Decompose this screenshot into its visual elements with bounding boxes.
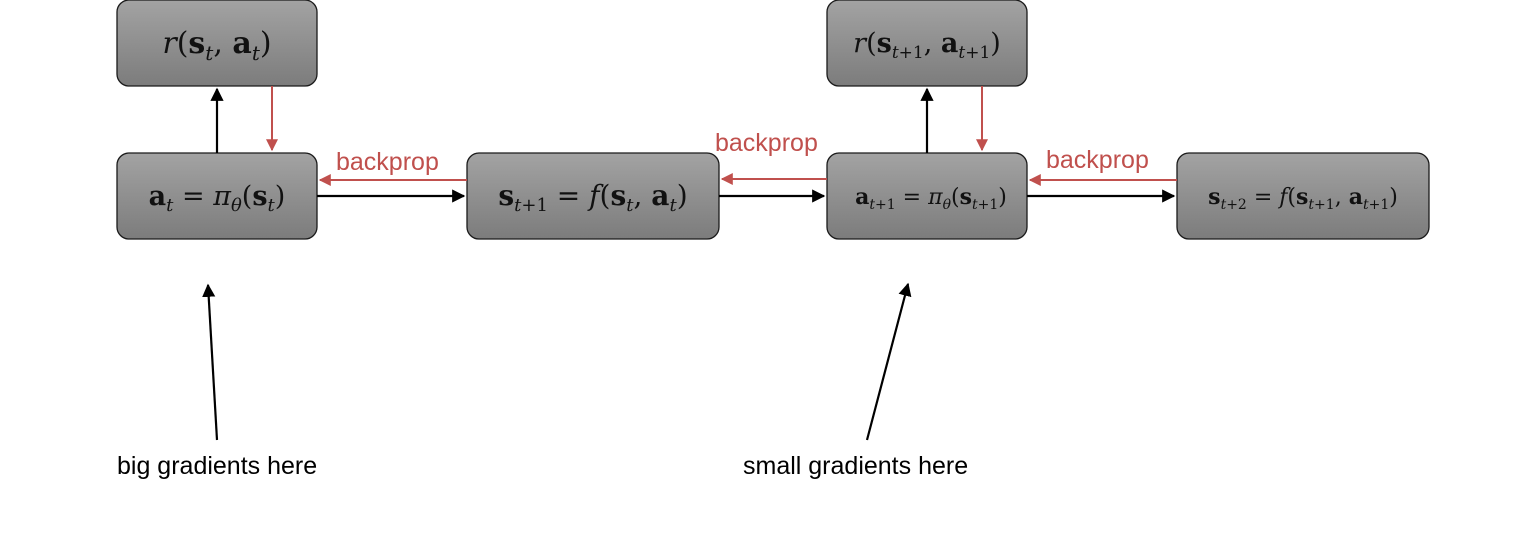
policy-t-label: at = πθ(st) [149,181,286,216]
backprop-label-3: backprop [1046,146,1149,174]
backprop-label-1: backprop [336,148,439,176]
policy-t-node: at = πθ(st) [116,152,318,240]
dynamics-t2-node: st+2 = f(st+1, at+1) [1176,152,1430,240]
annotation-big-gradients: big gradients here [117,452,317,480]
dynamics-t1-node: st+1 = f(st, at) [466,152,720,240]
dynamics-t1-label: st+1 = f(st, at) [498,179,687,216]
policy-t1-node: at+1 = πθ(st+1) [826,152,1028,240]
reward-t1-node: r(st+1, at+1) [826,0,1028,87]
annotation-arrow-small [865,282,912,441]
backprop-label-2: backprop [715,129,818,157]
annotation-small-gradients: small gradients here [743,452,968,480]
policy-t1-label: at+1 = πθ(st+1) [855,184,1007,213]
reward-t-node: r(st, at) [116,0,318,87]
reward-t-label: r(st, at) [162,26,271,65]
annotation-arrow-big [202,283,219,441]
